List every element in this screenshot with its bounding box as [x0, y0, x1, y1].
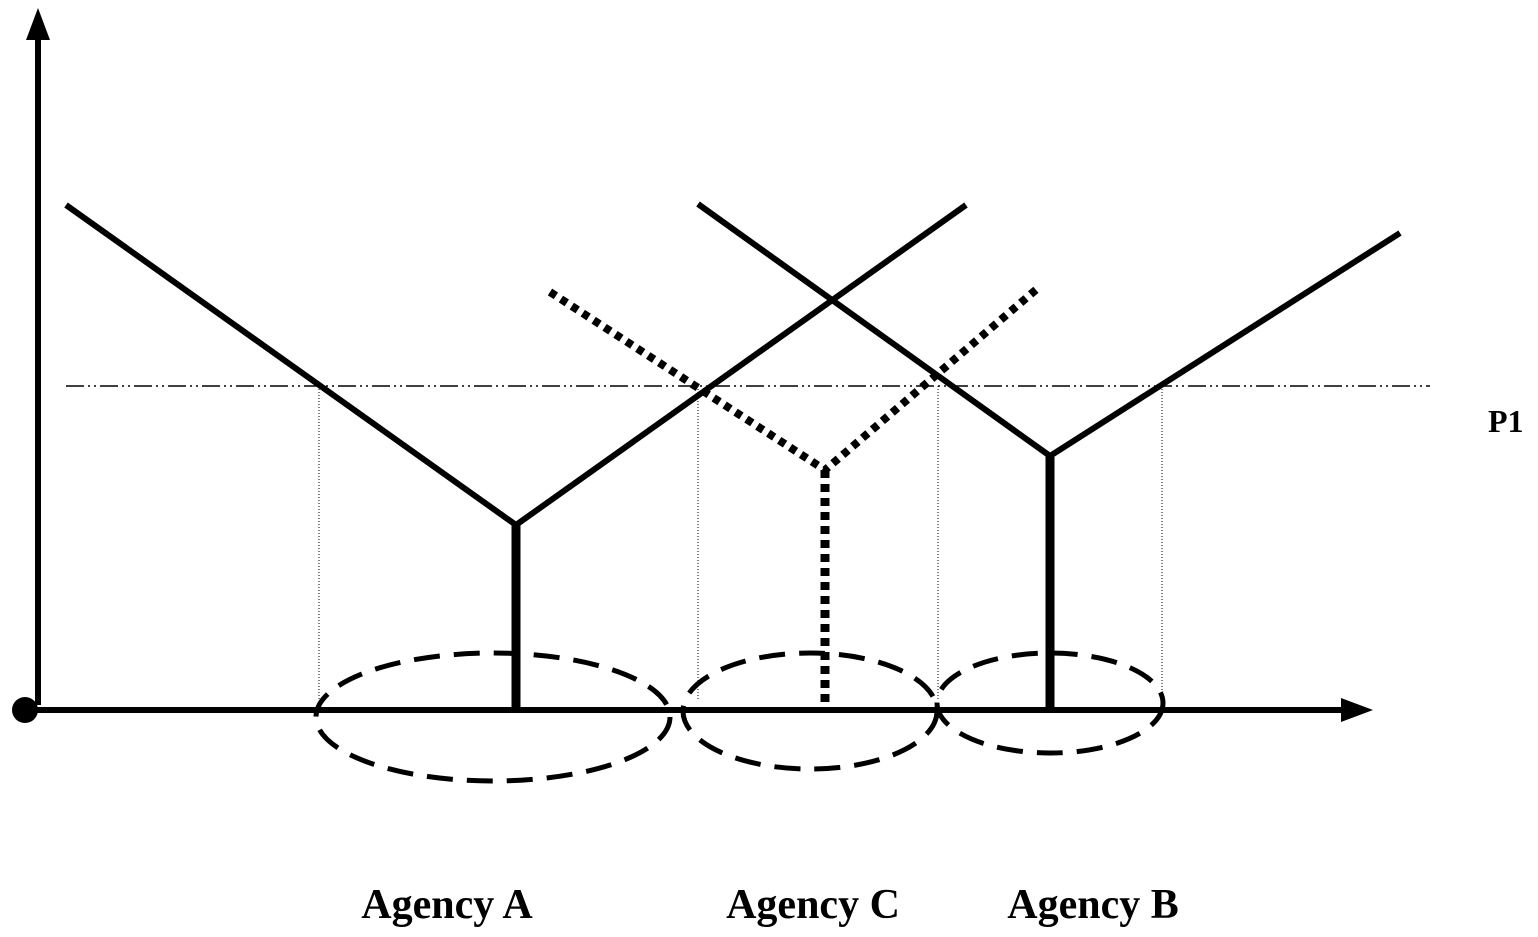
agency-b-market-ellipse	[934, 650, 1166, 756]
agency-b-curve	[696, 201, 1402, 710]
agency-a-curve	[64, 202, 968, 710]
origin-dot	[12, 697, 38, 723]
agency-c-curve	[547, 284, 1041, 710]
agency-a-label: Agency A	[361, 882, 533, 928]
projection-lines	[318, 386, 1163, 700]
p1-label: P1	[1488, 403, 1524, 439]
agency-b-label: Agency B	[1007, 882, 1179, 928]
agency-a-market-ellipse	[313, 650, 673, 784]
x-axis-arrowhead	[1341, 698, 1373, 722]
agency-c-label: Agency C	[726, 882, 900, 928]
y-axis-arrowhead	[26, 8, 50, 40]
